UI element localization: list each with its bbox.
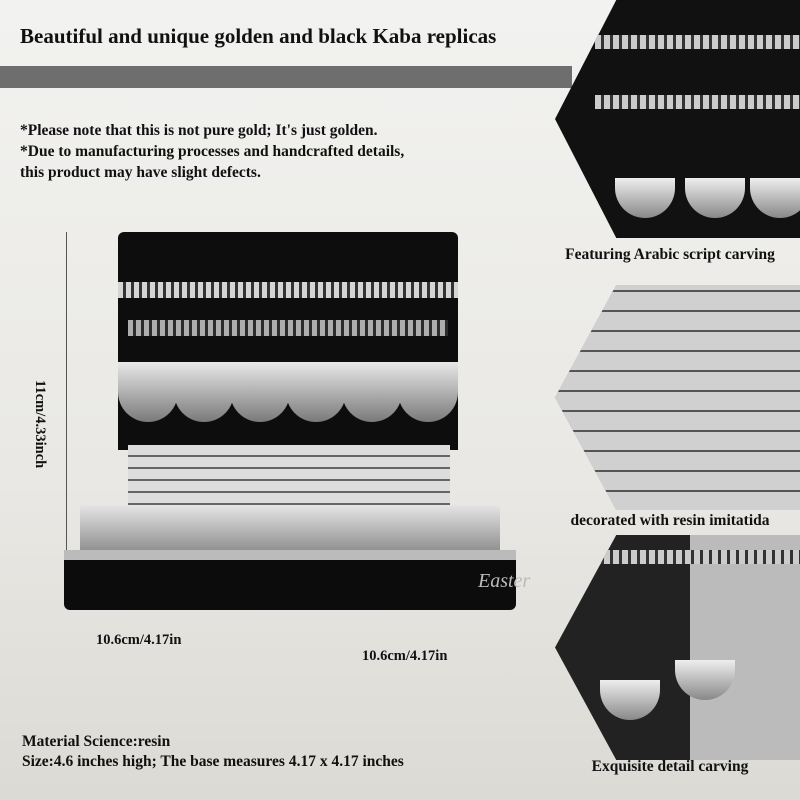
kaaba-body bbox=[118, 232, 458, 450]
material-spec: Material Science:resin bbox=[22, 733, 171, 750]
detail-image-carving bbox=[555, 535, 800, 760]
detail-image-bricks bbox=[555, 285, 800, 510]
page-title: Beautiful and unique golden and black Ka… bbox=[20, 24, 497, 48]
width-left-label: 10.6cm/4.17in bbox=[96, 632, 182, 648]
note-line: *Please note that this is not pure gold;… bbox=[20, 122, 378, 139]
detail-caption: decorated with resin imitatida bbox=[570, 512, 770, 529]
brick-wall bbox=[128, 445, 450, 515]
detail-image-script bbox=[555, 0, 800, 238]
note-line: *Due to manufacturing processes and hand… bbox=[20, 143, 405, 160]
title-divider-bar bbox=[0, 66, 572, 88]
script-band bbox=[128, 320, 448, 336]
size-spec: Size:4.6 inches high; The base measures … bbox=[22, 753, 404, 770]
lower-base bbox=[64, 550, 516, 610]
script-band bbox=[118, 282, 458, 298]
width-right-label: 10.6cm/4.17in bbox=[362, 648, 448, 664]
watermark: Easter bbox=[478, 570, 531, 592]
upper-base bbox=[80, 505, 500, 555]
note-line: this product may have slight defects. bbox=[20, 164, 261, 181]
detail-caption: Featuring Arabic script carving bbox=[565, 246, 775, 263]
notes: *Please note that this is not pure gold;… bbox=[20, 120, 404, 183]
height-dimension-label: 11cm/4.33inch bbox=[32, 380, 48, 469]
detail-caption: Exquisite detail carving bbox=[591, 758, 749, 775]
height-dimension-line bbox=[66, 232, 67, 607]
